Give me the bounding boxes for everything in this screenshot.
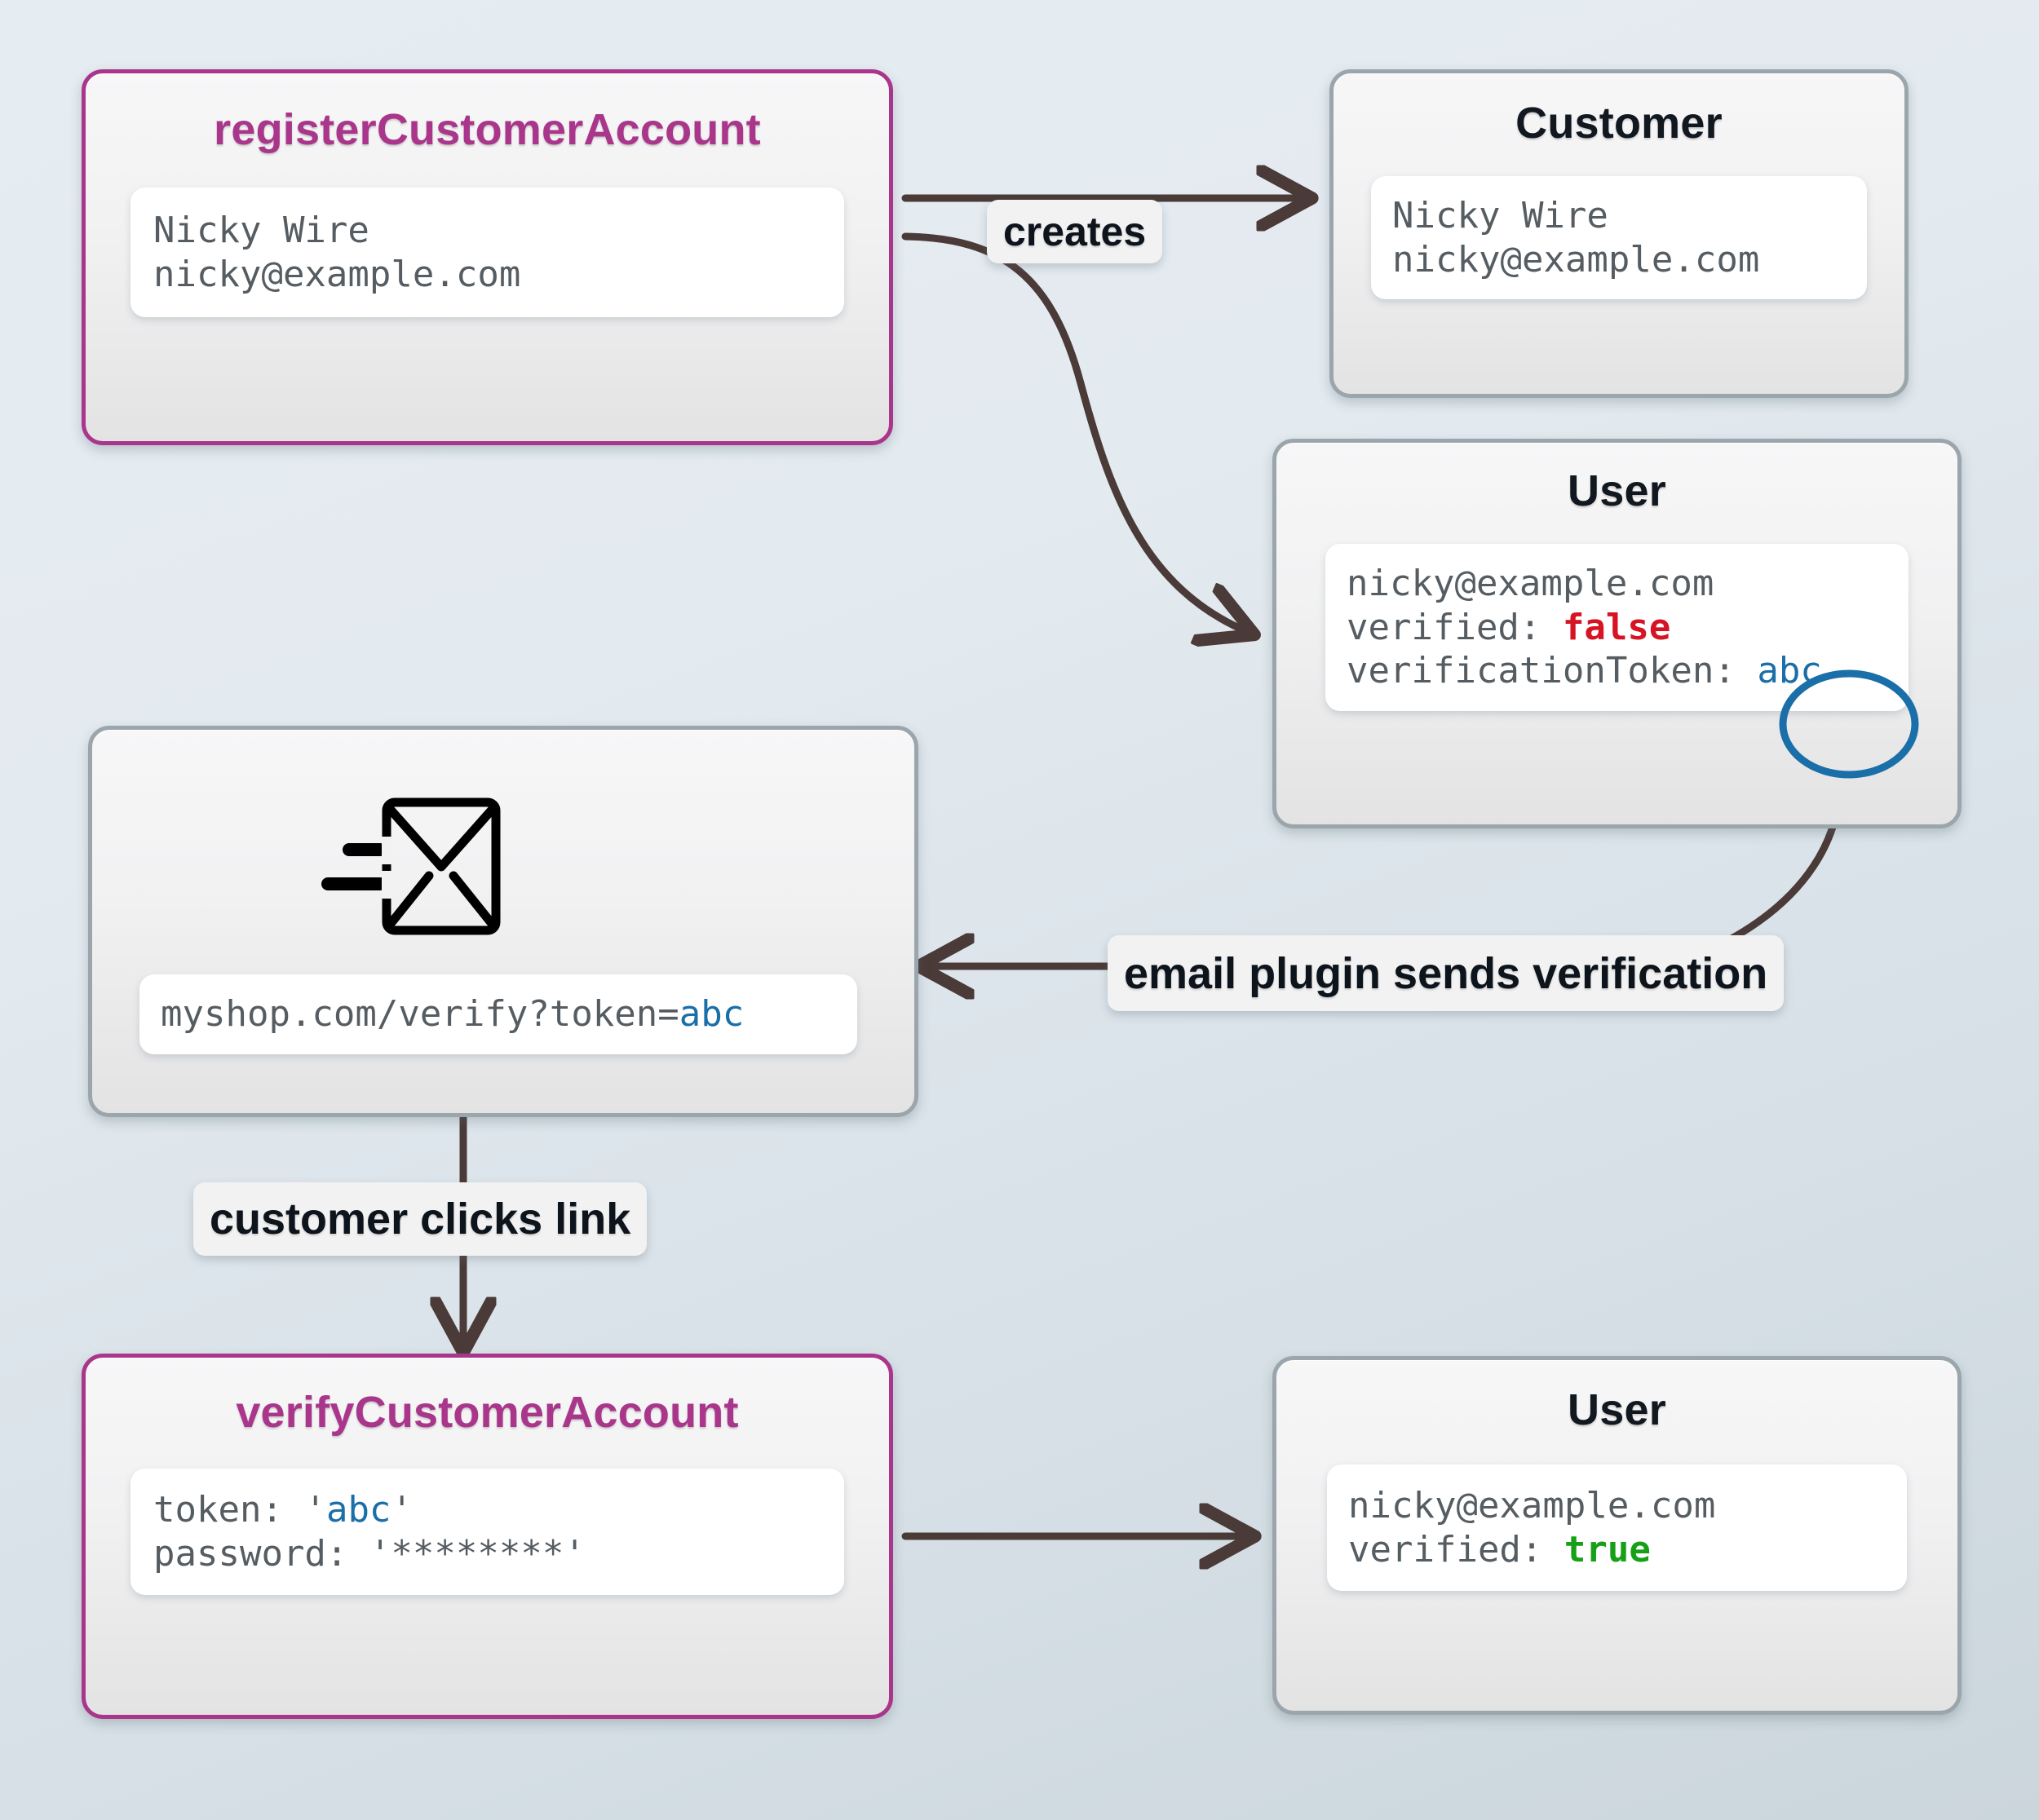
- node-user-verified-panel: nicky@example.com verified: true: [1327, 1464, 1907, 1592]
- verify-token-quote-close: ': [391, 1489, 413, 1531]
- verify-password-value: '********': [369, 1532, 586, 1575]
- verify-token-row: token: 'abc': [153, 1488, 821, 1532]
- user-unverified-verified-value: false: [1562, 606, 1671, 648]
- node-user-verified-title: User: [1568, 1385, 1666, 1434]
- node-register-customer-account[interactable]: registerCustomerAccount Nicky Wire nicky…: [82, 69, 893, 445]
- edge-creates-to-user: [901, 232, 1248, 632]
- register-line-name: Nicky Wire: [153, 210, 369, 251]
- customer-line-name: Nicky Wire: [1392, 195, 1608, 236]
- node-user-unverified-title: User: [1568, 466, 1666, 515]
- node-verify-panel: token: 'abc' password: '********': [130, 1469, 844, 1596]
- user-verified-verified-key: verified:: [1348, 1528, 1543, 1570]
- email-url: myshop.com/verify?token=abc: [161, 992, 836, 1036]
- customer-line-email: nicky@example.com: [1392, 238, 1760, 281]
- node-customer-title: Customer: [1515, 99, 1723, 148]
- user-unverified-email: nicky@example.com: [1347, 563, 1714, 604]
- verify-password-row: password: '********': [153, 1532, 821, 1576]
- verify-token-quote-open: ': [304, 1489, 326, 1531]
- user-unverified-verified-key: verified:: [1347, 606, 1541, 648]
- user-verified-email: nicky@example.com: [1348, 1485, 1716, 1526]
- node-register-panel: Nicky Wire nicky@example.com: [130, 188, 844, 318]
- node-verification-email[interactable]: myshop.com/verify?token=abc: [88, 726, 918, 1117]
- email-url-token: abc: [679, 993, 745, 1035]
- verify-token-value: abc: [325, 1489, 391, 1531]
- node-verify-title: verifyCustomerAccount: [236, 1388, 739, 1437]
- user-unverified-token-row: verificationToken: abc: [1347, 649, 1887, 693]
- email-url-prefix: myshop.com/verify?token=: [161, 993, 679, 1035]
- register-line-email: nicky@example.com: [153, 253, 521, 295]
- node-customer-panel: Nicky Wire nicky@example.com: [1371, 176, 1867, 300]
- edge-label-clicks-link: customer clicks link: [193, 1182, 648, 1256]
- user-verified-verified-row: verified: true: [1348, 1528, 1886, 1572]
- node-user-verified[interactable]: User nicky@example.com verified: true: [1272, 1356, 1962, 1715]
- verify-token-key: token:: [153, 1489, 283, 1531]
- node-verify-customer-account[interactable]: verifyCustomerAccount token: 'abc' passw…: [82, 1354, 893, 1719]
- node-user-unverified[interactable]: User nicky@example.com verified: false v…: [1272, 439, 1962, 828]
- user-verified-verified-value: true: [1564, 1528, 1651, 1570]
- verify-password-key: password:: [153, 1532, 348, 1575]
- user-unverified-token-key: verificationToken:: [1347, 650, 1736, 692]
- node-register-title: registerCustomerAccount: [214, 105, 761, 154]
- user-unverified-token-value: abc: [1757, 650, 1822, 692]
- node-email-url-panel: myshop.com/verify?token=abc: [139, 974, 857, 1054]
- edge-label-creates: creates: [987, 200, 1163, 263]
- node-user-unverified-panel: nicky@example.com verified: false verifi…: [1325, 544, 1909, 712]
- node-customer[interactable]: Customer Nicky Wire nicky@example.com: [1329, 69, 1909, 398]
- envelope-send-icon: [321, 797, 501, 935]
- user-unverified-verified-row: verified: false: [1347, 606, 1887, 650]
- edge-label-email-plugin: email plugin sends verification: [1108, 935, 1785, 1011]
